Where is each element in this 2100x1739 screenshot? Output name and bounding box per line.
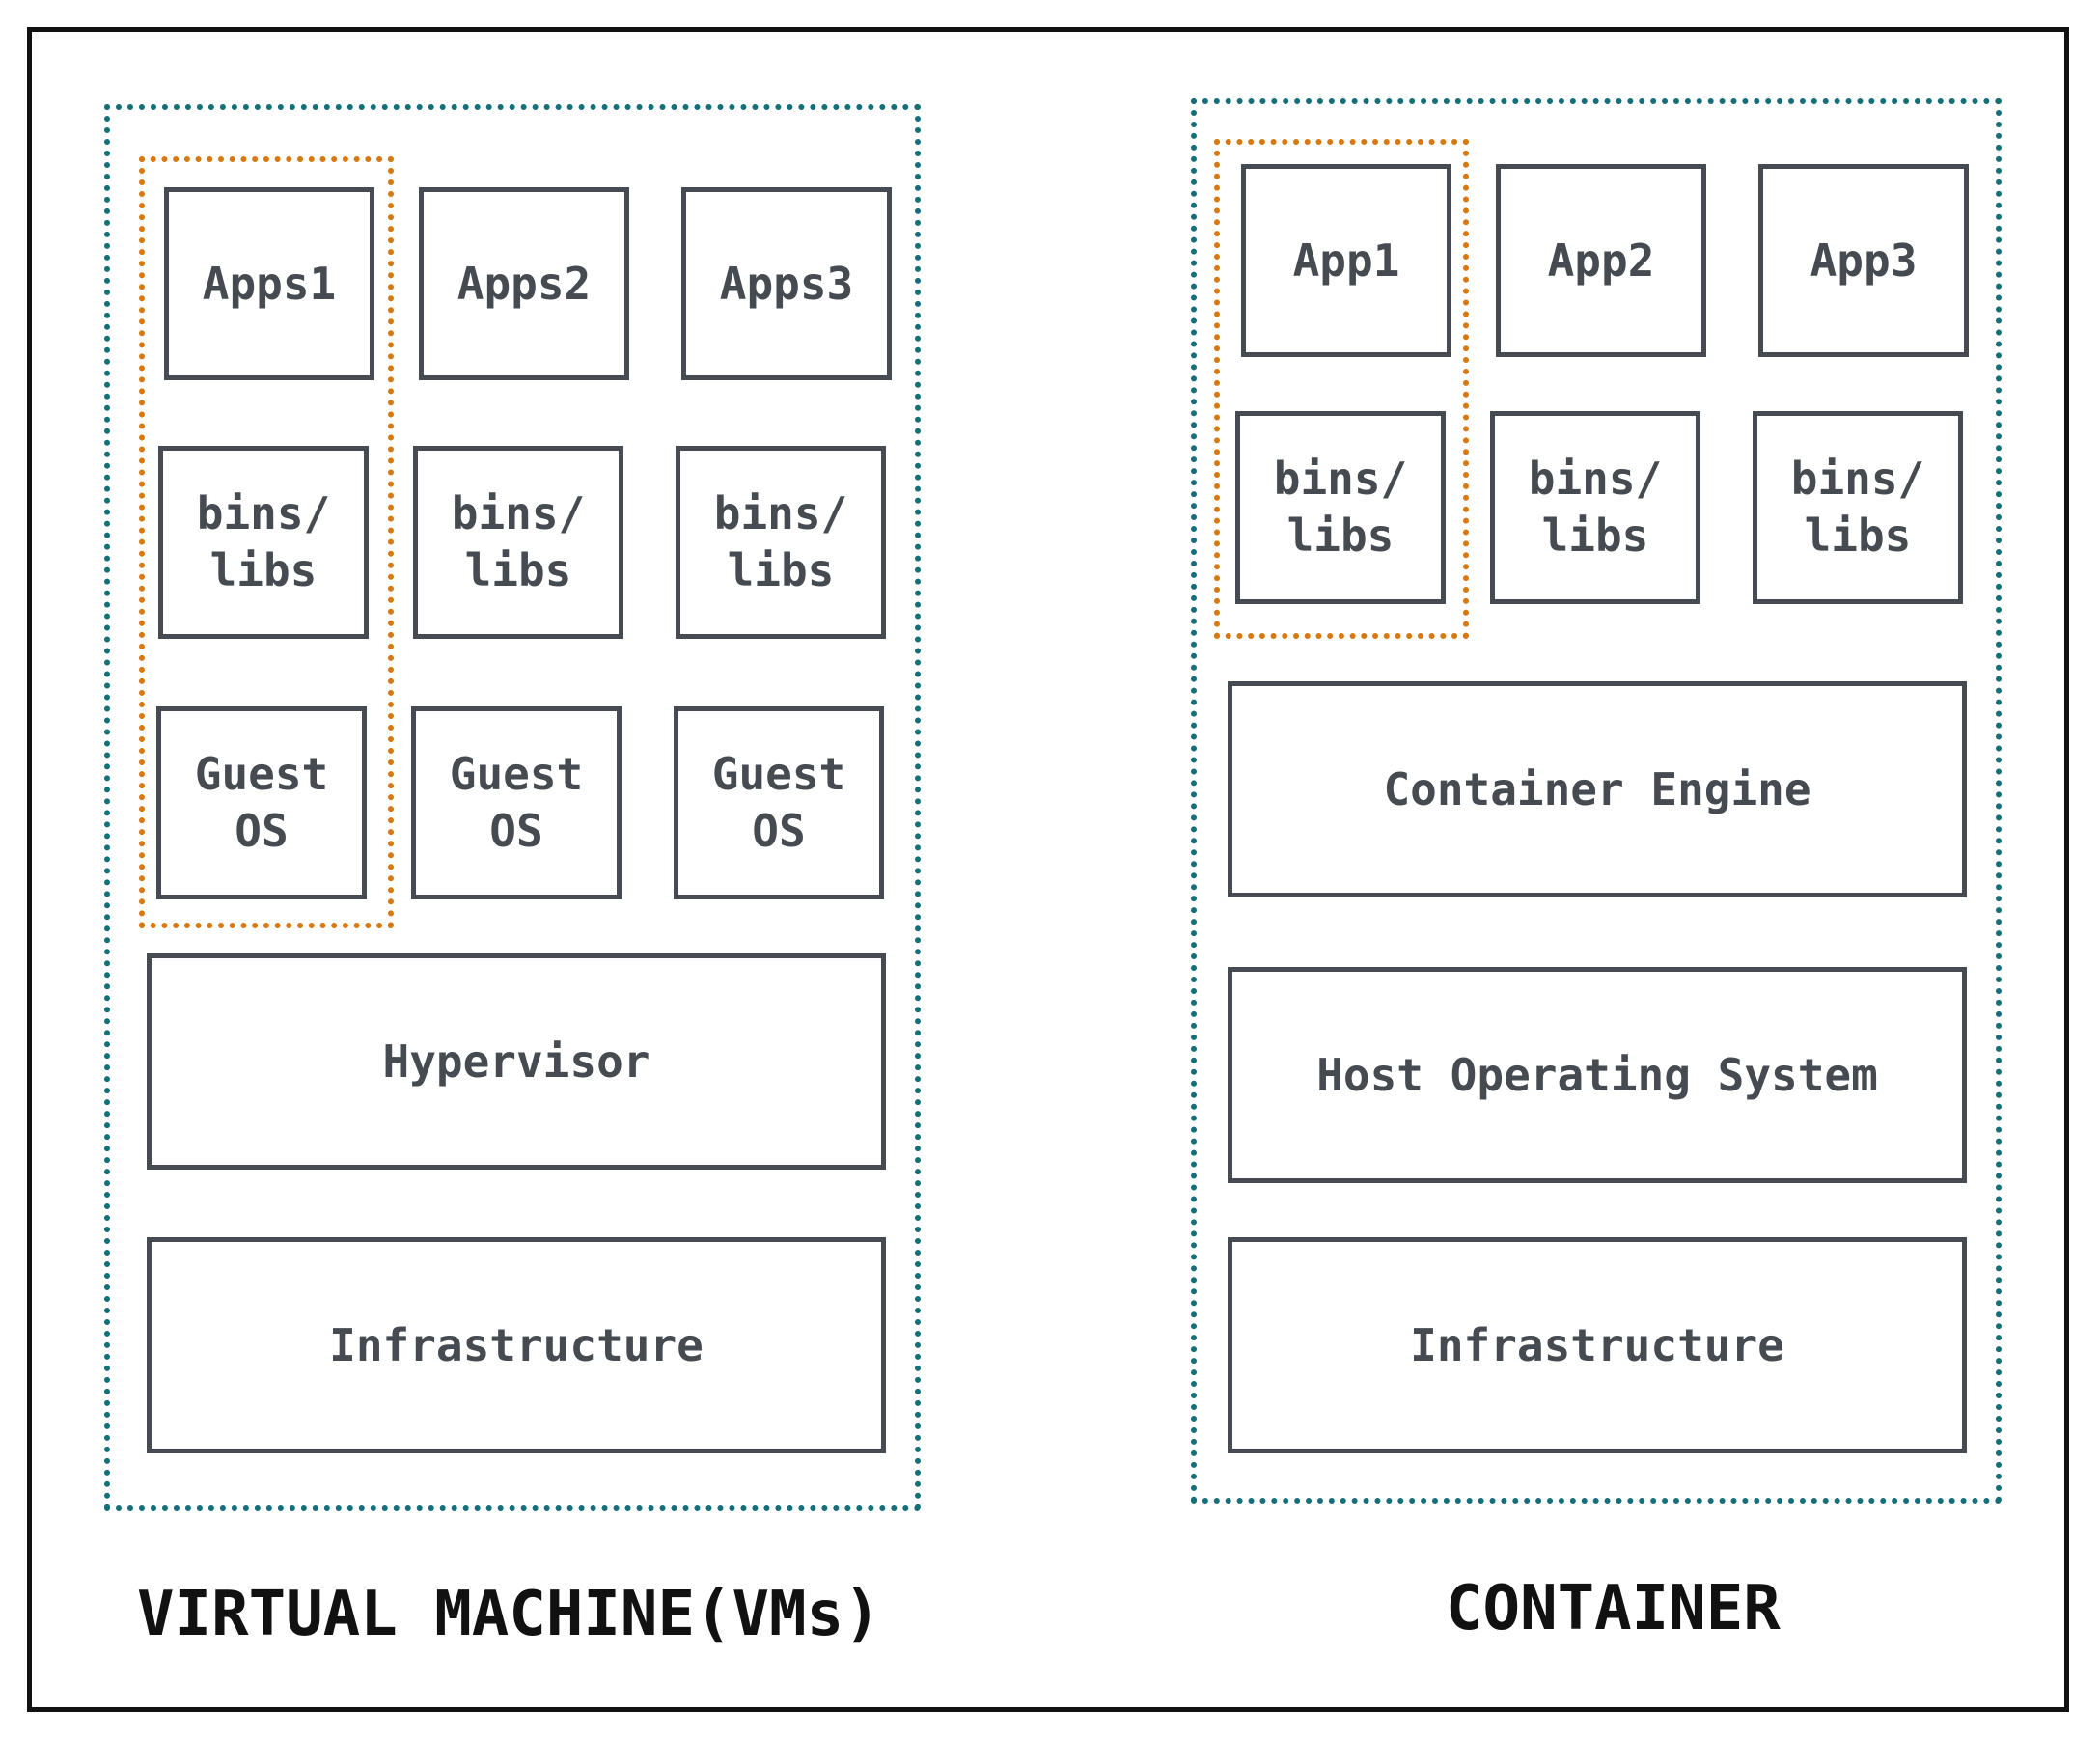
vm-libs-2: bins/ libs xyxy=(413,446,623,639)
vm-infrastructure: Infrastructure xyxy=(147,1237,886,1453)
vm-hypervisor: Hypervisor xyxy=(147,953,886,1170)
container-libs-1: bins/ libs xyxy=(1235,411,1446,604)
vm-guest-os-1: Guest OS xyxy=(156,706,367,899)
container-region xyxy=(1191,98,2002,1504)
vm-app-2: Apps2 xyxy=(419,187,629,380)
container-infrastructure: Infrastructure xyxy=(1228,1237,1967,1453)
vm-guest-os-3: Guest OS xyxy=(674,706,884,899)
vm-guest-os-2: Guest OS xyxy=(411,706,622,899)
vm-libs-3: bins/ libs xyxy=(676,446,886,639)
container-app-1: App1 xyxy=(1241,164,1451,357)
container-caption: CONTAINER xyxy=(1446,1573,1781,1644)
container-app-2: App2 xyxy=(1496,164,1706,357)
vm-app-1: Apps1 xyxy=(164,187,374,380)
container-host-os: Host Operating System xyxy=(1228,967,1967,1183)
vm-caption: VIRTUAL MACHINE(VMs) xyxy=(137,1579,881,1650)
container-libs-2: bins/ libs xyxy=(1490,411,1700,604)
container-libs-3: bins/ libs xyxy=(1753,411,1963,604)
vm-libs-1: bins/ libs xyxy=(158,446,369,639)
vm-app-3: Apps3 xyxy=(681,187,892,380)
container-isolation-highlight xyxy=(1214,139,1469,639)
vm-isolation-highlight xyxy=(139,156,394,928)
vm-region xyxy=(104,104,921,1511)
container-engine: Container Engine xyxy=(1228,681,1967,897)
container-app-3: App3 xyxy=(1758,164,1969,357)
diagram-frame xyxy=(27,27,2069,1712)
